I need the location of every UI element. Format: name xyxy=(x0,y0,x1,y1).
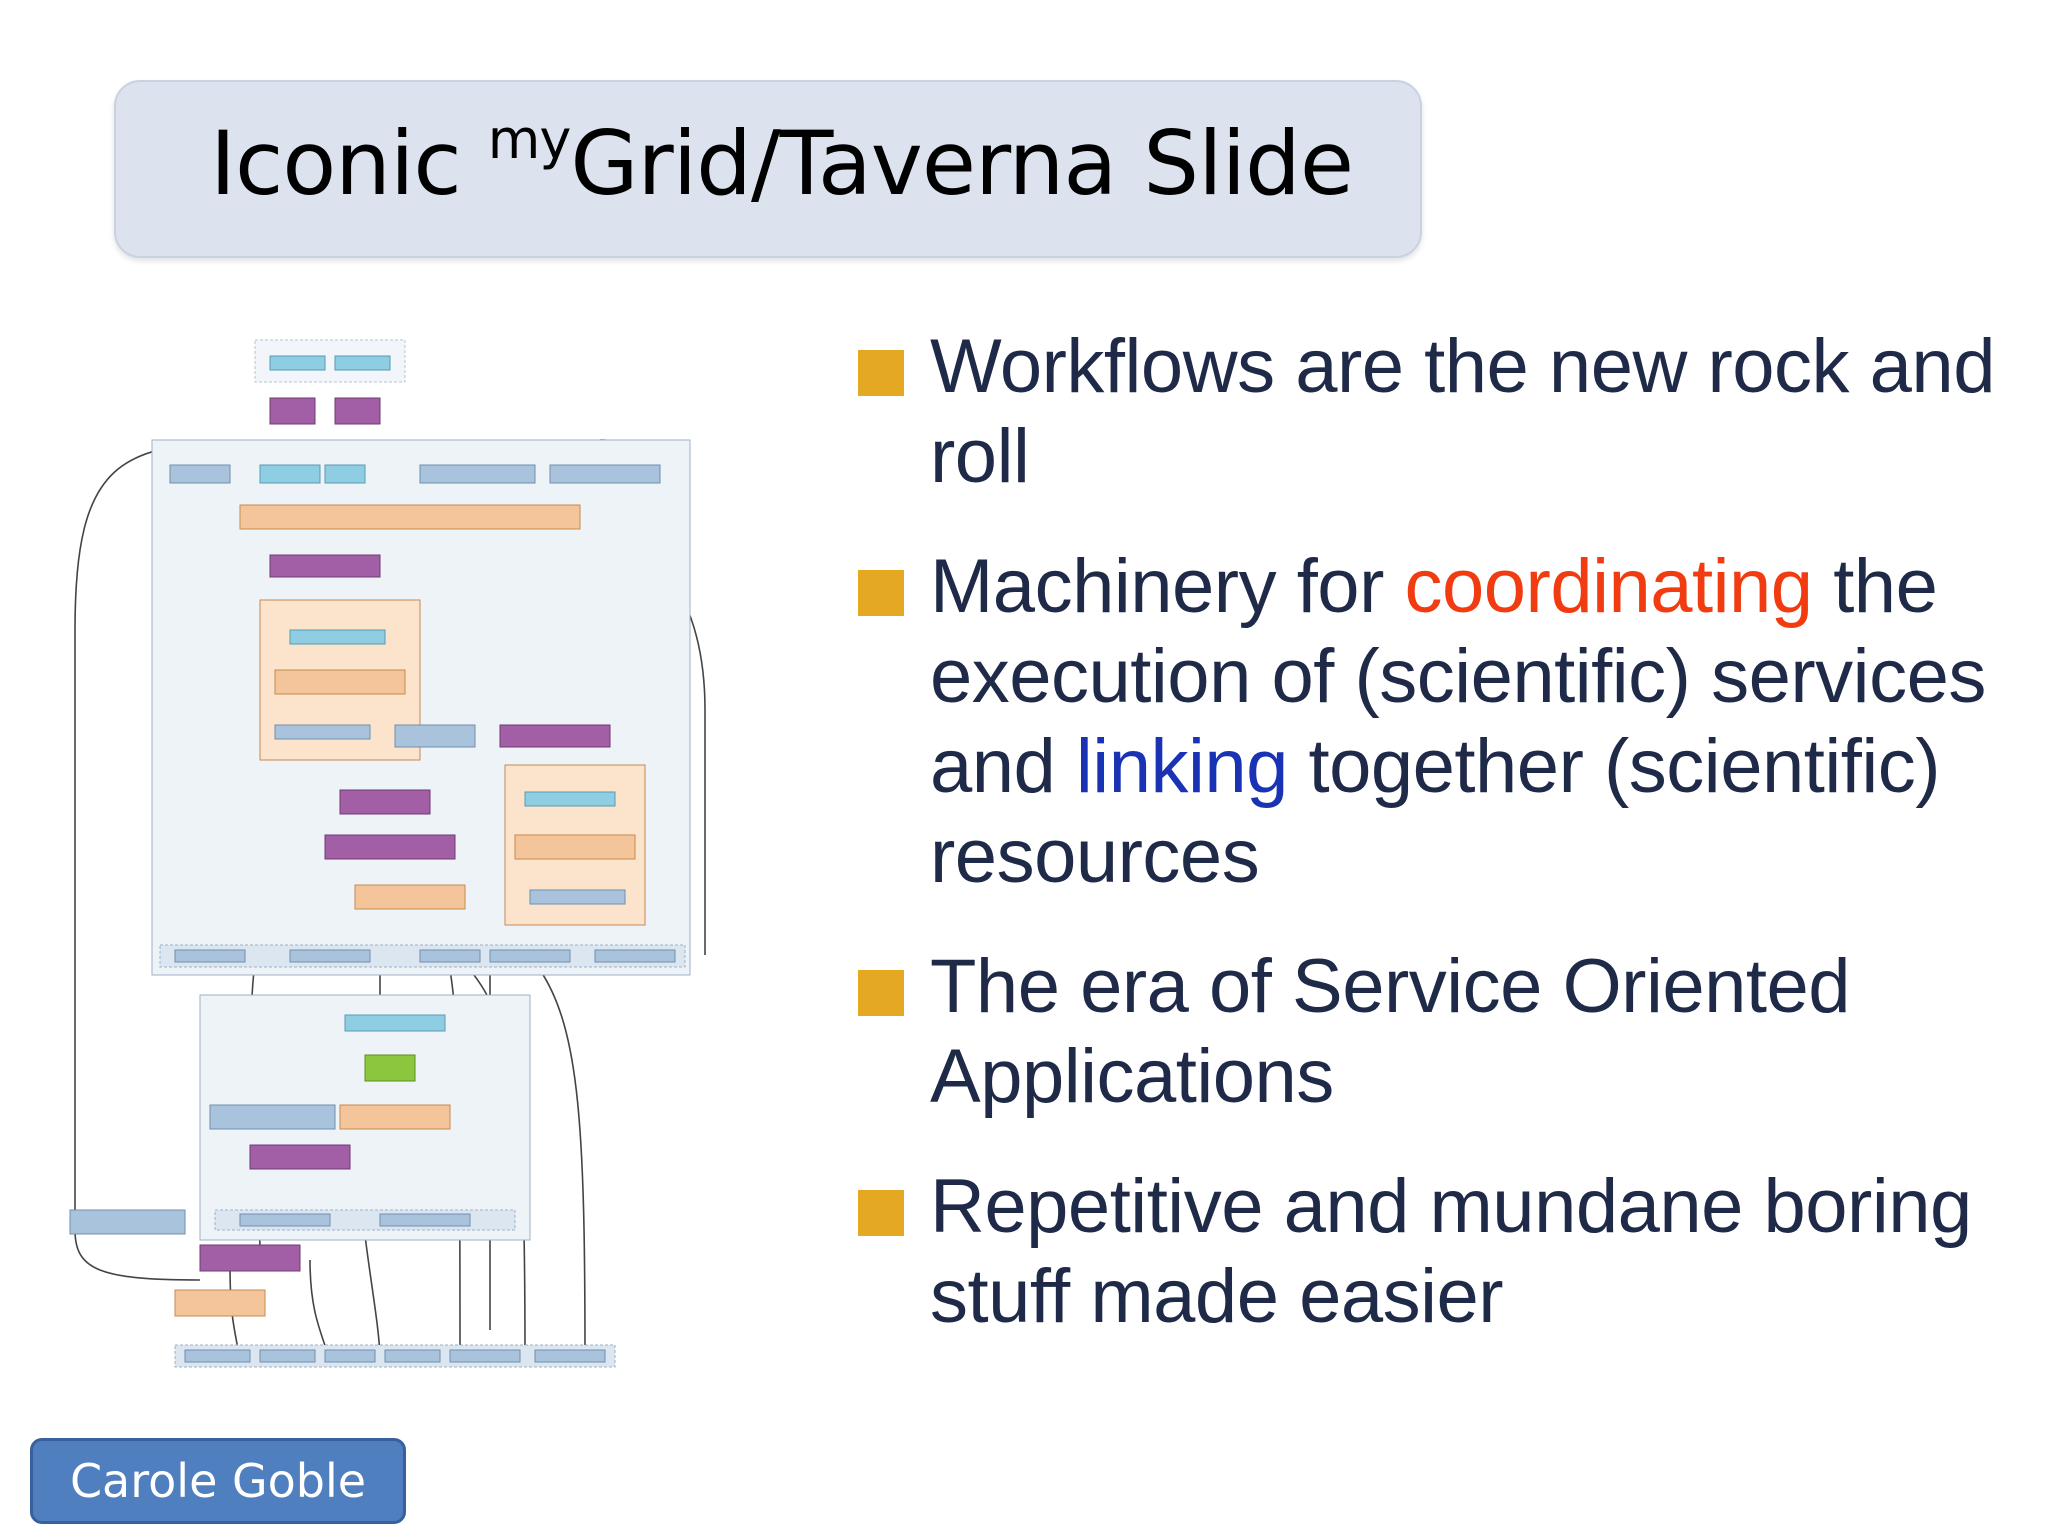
workflow-diagram-icon xyxy=(69,339,706,1368)
title-box: Iconic myGrid/Taverna Slide xyxy=(114,80,1422,258)
bullet-item: Machinery for coordinating the execution… xyxy=(858,542,2038,902)
bullet-square-icon xyxy=(858,350,904,396)
bullet-text: Workflows are the new rock and roll xyxy=(930,324,1995,499)
author-label: Carole Goble xyxy=(30,1438,406,1524)
slide-title: Iconic myGrid/Taverna Slide xyxy=(210,113,1354,208)
bullet-text: Repetitive and mundane boring stuff made… xyxy=(930,1164,1972,1339)
bullet-item: Workflows are the new rock and roll xyxy=(858,322,2038,502)
bullet-text: Machinery for coordinating the execution… xyxy=(930,544,1986,899)
highlight-linking: linking xyxy=(1075,724,1288,809)
bullet-text: The era of Service Oriented Applications xyxy=(930,944,1851,1119)
bullet-square-icon xyxy=(858,570,904,616)
bullet-list: Workflows are the new rock and roll Mach… xyxy=(858,322,2038,1382)
bullet-square-icon xyxy=(858,970,904,1016)
bullet-item: Repetitive and mundane boring stuff made… xyxy=(858,1162,2038,1342)
title-superscript: my xyxy=(487,108,572,171)
highlight-coordinating: coordinating xyxy=(1404,544,1814,629)
bullet-square-icon xyxy=(858,1190,904,1236)
bullet-item: The era of Service Oriented Applications xyxy=(858,942,2038,1122)
title-suffix: Grid/Taverna Slide xyxy=(570,112,1354,215)
title-prefix: Iconic xyxy=(210,112,488,215)
